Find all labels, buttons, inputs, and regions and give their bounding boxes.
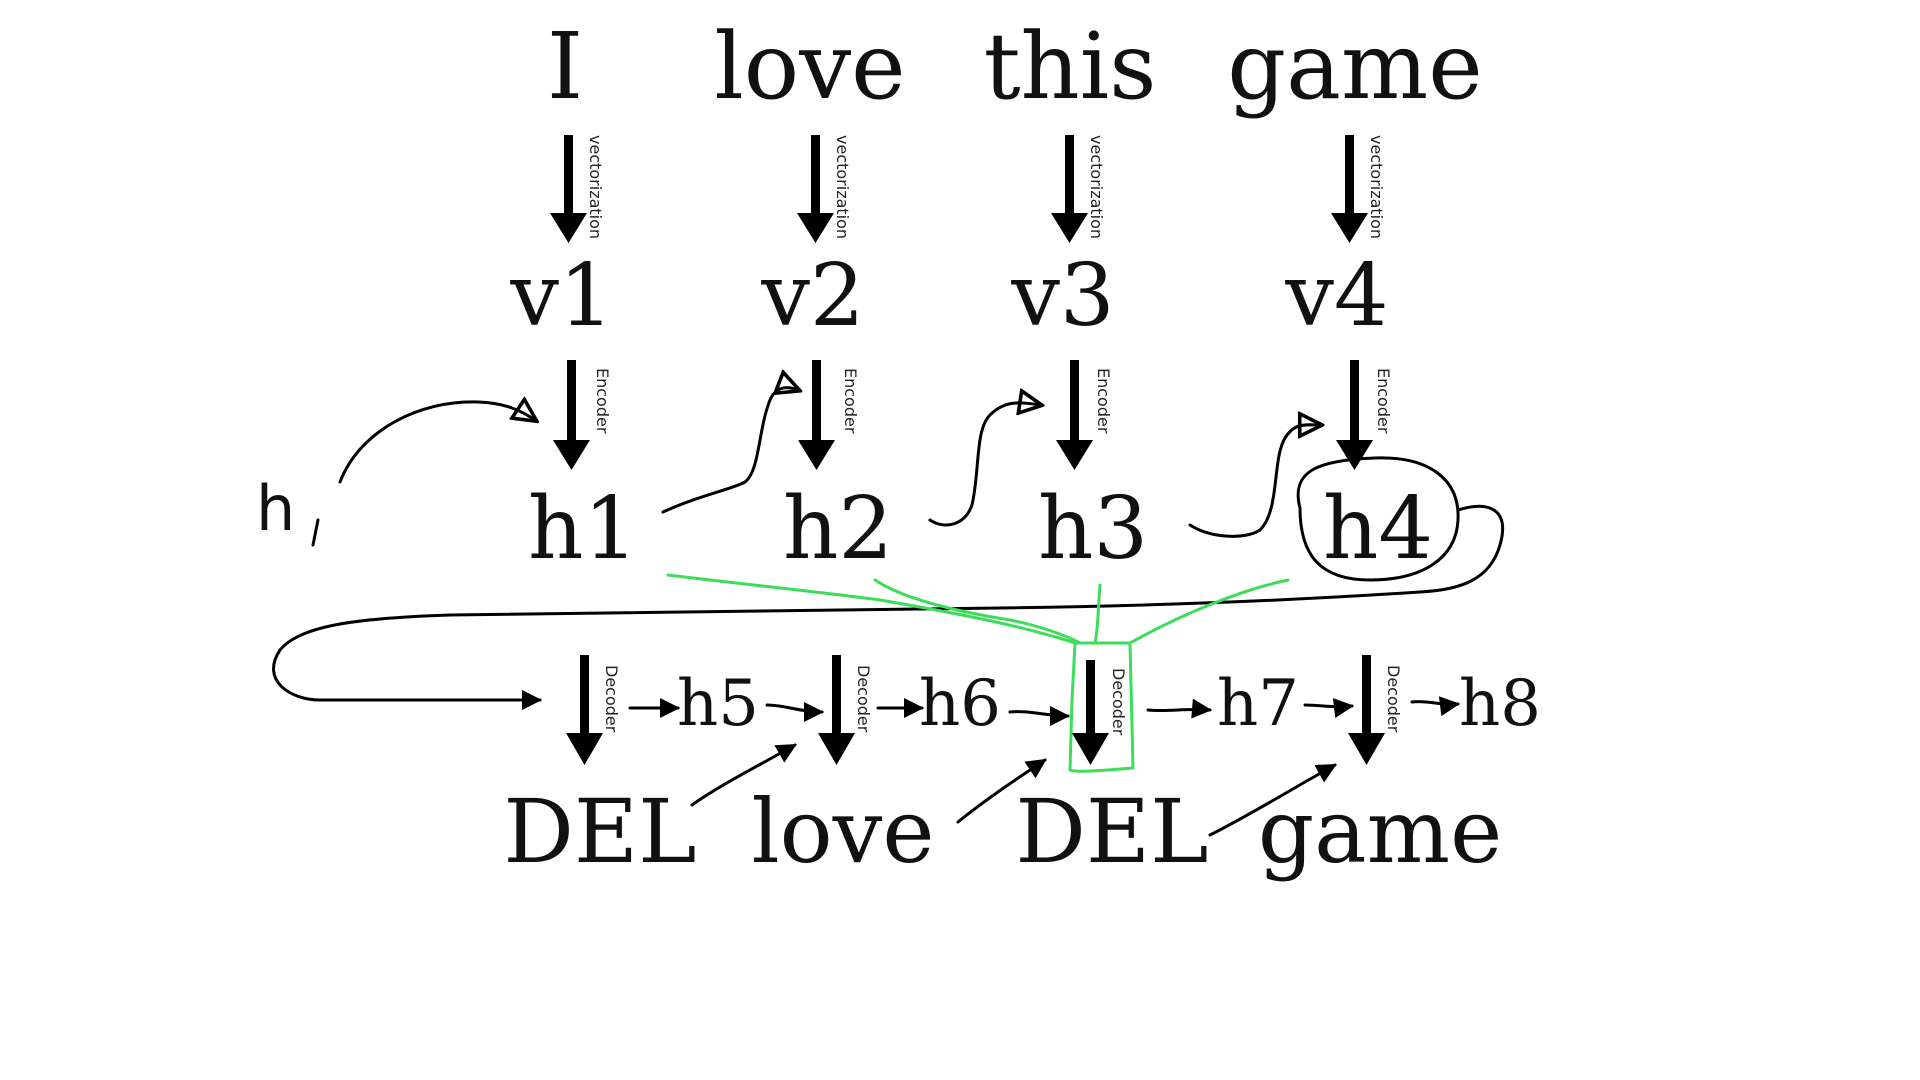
output1-feedback-arrow <box>690 743 797 807</box>
attention-line-h3 <box>1093 583 1102 645</box>
decoder3-to-h7-arrow <box>1146 698 1212 719</box>
output-token-4: game <box>1258 780 1502 883</box>
h6-to-decoder3-arrow <box>1008 705 1070 726</box>
input-token-game: game <box>1227 13 1482 120</box>
decoder-arrow-4 <box>1348 655 1385 765</box>
h3-to-encoder4-connection <box>1188 425 1320 538</box>
encoder-arrow-3 <box>1056 360 1093 470</box>
encoder-label-1: Encoder <box>593 368 612 434</box>
vector-v3: v3 <box>1010 246 1114 346</box>
output-token-2: love <box>752 780 935 883</box>
encoder-label-2: Encoder <box>841 368 860 434</box>
output-token-1: DEL <box>503 780 696 883</box>
encoder-label-3: Encoder <box>1094 368 1113 434</box>
hidden-state-h3: h3 <box>1038 479 1148 579</box>
decoder-label-1: Decoder <box>602 665 621 733</box>
input-token-i: I <box>547 13 583 120</box>
initial-state-h0: h <box>256 472 295 545</box>
h5-to-decoder2-arrow <box>765 701 824 722</box>
output3-feedback-arrow <box>1208 763 1337 837</box>
vectorization-label-1: vectorization <box>586 135 605 239</box>
decoder-state-h6: h6 <box>919 667 1001 741</box>
decoder4-to-h8-arrow <box>1410 696 1460 717</box>
vectorization-label-2: vectorization <box>833 135 852 239</box>
vector-v2: v2 <box>760 246 864 346</box>
attention-line-h1 <box>666 573 1077 645</box>
input-token-this: this <box>984 13 1157 120</box>
encoder-arrow-2 <box>798 360 835 470</box>
h0-to-encoder1-connection <box>338 402 535 484</box>
decoder-state-h7: h7 <box>1217 667 1299 741</box>
vectorization-arrow-1 <box>550 135 587 243</box>
decoder-arrow-2 <box>818 655 855 765</box>
h2-to-encoder3-connection <box>928 403 1040 527</box>
decoder-state-h5: h5 <box>677 667 759 741</box>
decoder-arrow-3 <box>1072 660 1109 765</box>
input-token-love: love <box>714 13 905 120</box>
hidden-state-h1: h1 <box>528 479 638 579</box>
h4-circle <box>1296 456 1460 582</box>
decoder-label-3: Decoder <box>1109 668 1128 736</box>
h7-to-decoder4-arrow <box>1303 698 1354 719</box>
attention-line-h4 <box>1128 578 1290 645</box>
output2-feedback-arrow <box>956 758 1047 824</box>
output-token-3: DEL <box>1015 780 1208 883</box>
vector-v4: v4 <box>1284 246 1388 346</box>
vectorization-arrow-3 <box>1051 135 1088 243</box>
attention-line-h2 <box>873 578 1082 645</box>
decoder-label-4: Decoder <box>1384 665 1403 733</box>
attention-box <box>1068 641 1135 773</box>
vectorization-arrow-2 <box>797 135 834 243</box>
h1-to-encoder2-connection <box>661 388 798 514</box>
encoder-arrow-1 <box>553 360 590 470</box>
encoder-label-4: Encoder <box>1374 368 1393 434</box>
hidden-state-h2: h2 <box>783 479 893 579</box>
vectorization-label-4: vectorization <box>1367 135 1386 239</box>
encoder-arrow-4 <box>1336 360 1373 470</box>
decoder-state-h8: h8 <box>1459 667 1541 741</box>
initial-state-subscript <box>311 518 320 547</box>
vectorization-arrow-4 <box>1331 135 1368 243</box>
hidden-state-h4: h4 <box>1323 479 1433 579</box>
vectorization-label-3: vectorization <box>1087 135 1106 239</box>
vector-v1: v1 <box>509 246 613 346</box>
decoder-label-2: Decoder <box>854 665 873 733</box>
decoder-arrow-1 <box>566 655 603 765</box>
